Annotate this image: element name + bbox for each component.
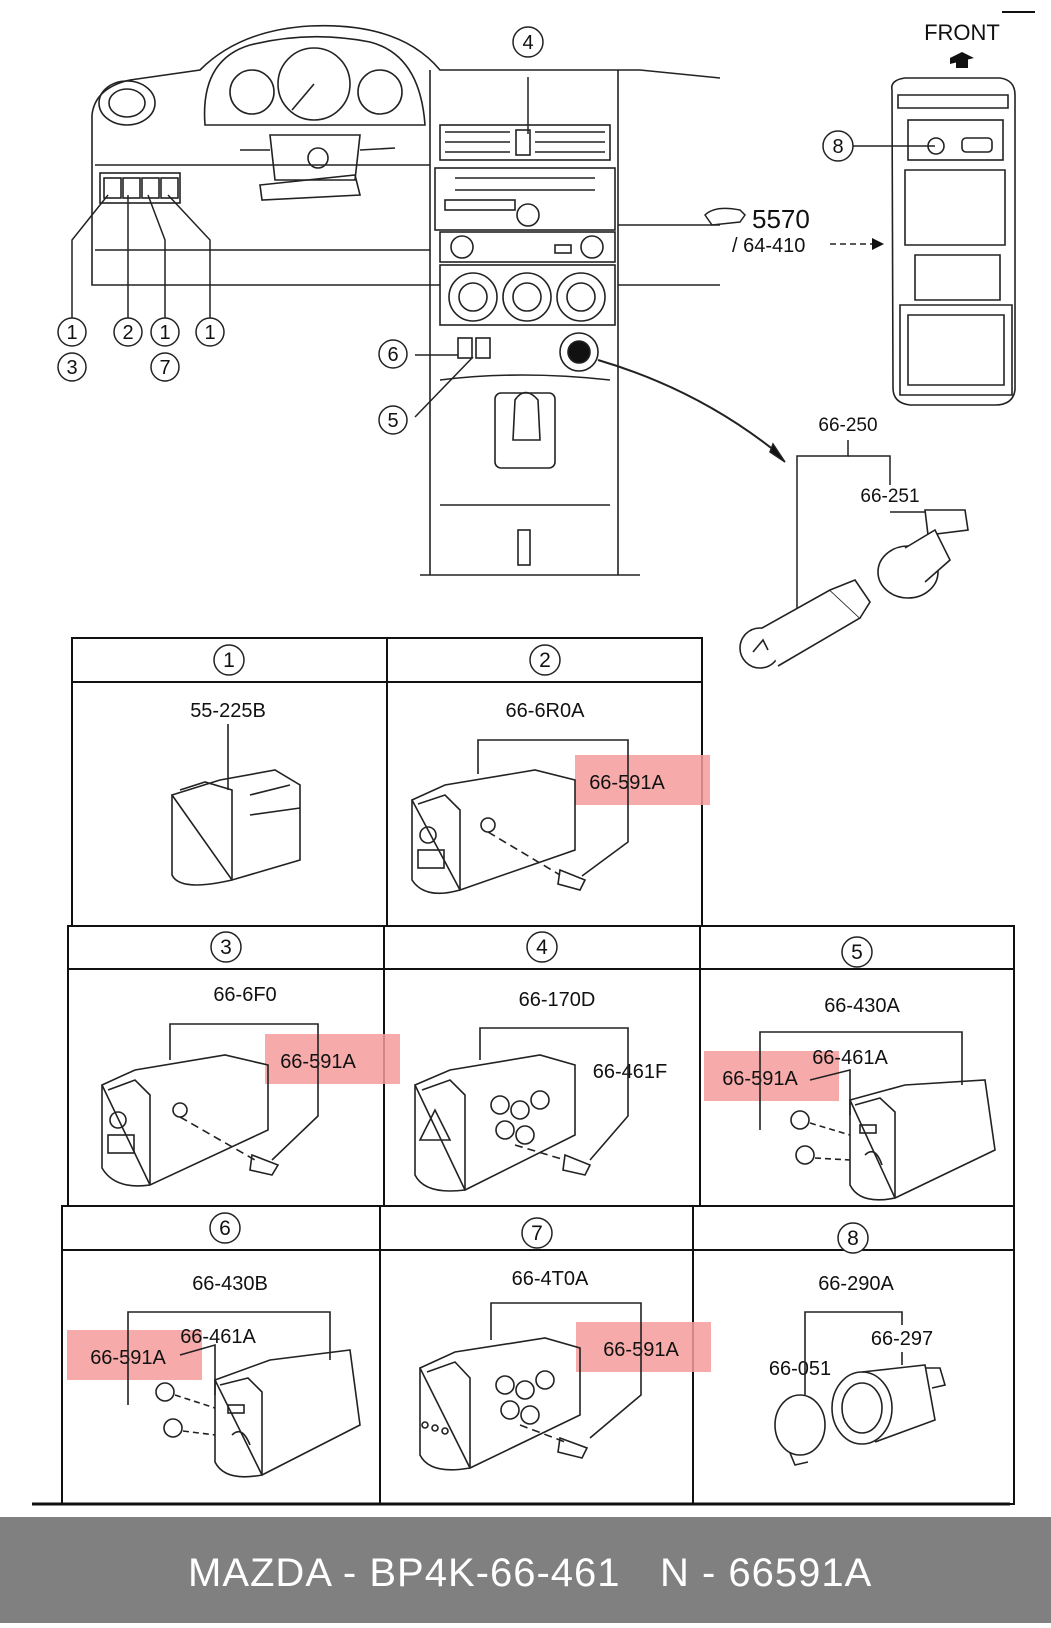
cell5-number: 5 <box>851 941 863 964</box>
cell7-highlight-box <box>576 1322 711 1372</box>
lighter-leaders <box>796 440 925 608</box>
callout-7: 7 <box>159 357 170 379</box>
cell6-number: 6 <box>219 1217 231 1240</box>
cell1-part-number: 55-225B <box>190 700 266 722</box>
cell6-part-number: 66-430B <box>192 1273 268 1295</box>
callout-5: 5 <box>387 410 398 432</box>
console-ref-top: 5570 <box>752 204 810 234</box>
cell4-screw-part: 66-461F <box>593 1061 668 1083</box>
cell7-number: 7 <box>531 1222 543 1245</box>
console-illustration <box>890 77 1016 406</box>
lighter-illustration <box>739 509 969 669</box>
footer-part-number: MAZDA - BP4K-66-461 <box>188 1551 621 1595</box>
switch-leaders <box>71 77 935 463</box>
cell8-number: 8 <box>847 1227 859 1250</box>
callout-3: 3 <box>66 357 77 379</box>
footer-bar: MAZDA - BP4K-66-461 N - 66591A <box>0 1517 1051 1623</box>
cell2-highlight-box <box>575 755 710 805</box>
dashboard-illustration <box>91 24 721 576</box>
cell3-switch-illustration <box>100 1023 319 1187</box>
cell4-switch-illustration <box>413 1027 629 1192</box>
cell6-screw-part: 66-461A <box>180 1326 256 1348</box>
cell2-number: 2 <box>539 649 551 672</box>
cell3-number: 3 <box>220 936 232 959</box>
cell5-screw-part: 66-461A <box>812 1047 888 1069</box>
cell2-switch-illustration <box>410 739 629 895</box>
cell5-part-number: 66-430A <box>824 995 900 1017</box>
cell2-part-number: 66-6R0A <box>506 700 586 722</box>
lighter-part-socket: 66-251 <box>860 486 919 507</box>
console-ref-bottom: / 64-410 <box>732 235 805 257</box>
cell6-switch-illustration <box>127 1311 361 1478</box>
callout-1c: 1 <box>204 322 215 344</box>
cell8-cap-part: 66-051 <box>769 1358 831 1380</box>
cell3-part-number: 66-6F0 <box>213 984 276 1006</box>
cell5-highlight-box <box>704 1051 839 1101</box>
callout-2: 2 <box>122 322 133 344</box>
cell3-highlight-box <box>265 1034 400 1084</box>
callout-4: 4 <box>522 32 533 54</box>
cell6-highlight-box <box>67 1330 202 1380</box>
footer-reference: N - 66591A <box>660 1551 873 1595</box>
callout-6: 6 <box>387 344 398 366</box>
highlight-boxes <box>67 755 839 1380</box>
callout-circles <box>57 26 854 435</box>
front-label: FRONT <box>924 20 1000 45</box>
callout-1a: 1 <box>66 322 77 344</box>
cell1-switch-illustration <box>170 724 301 886</box>
callout-8: 8 <box>832 136 843 158</box>
cell7-switch-illustration <box>418 1302 642 1471</box>
cell8-part-number: 66-290A <box>818 1273 894 1295</box>
cell1-number: 1 <box>223 649 235 672</box>
cell8-socket-part: 66-297 <box>871 1328 933 1350</box>
cell5-switch-illustration <box>759 1031 996 1201</box>
lighter-part-main: 66-250 <box>818 415 877 436</box>
cell4-part-number: 66-170D <box>519 989 596 1011</box>
callout-1b: 1 <box>159 322 170 344</box>
cell7-part-number: 66-4T0A <box>512 1268 589 1290</box>
cell8-illustration <box>774 1311 947 1466</box>
hand-pointer-icon <box>704 207 746 226</box>
cell4-number: 4 <box>536 936 548 959</box>
